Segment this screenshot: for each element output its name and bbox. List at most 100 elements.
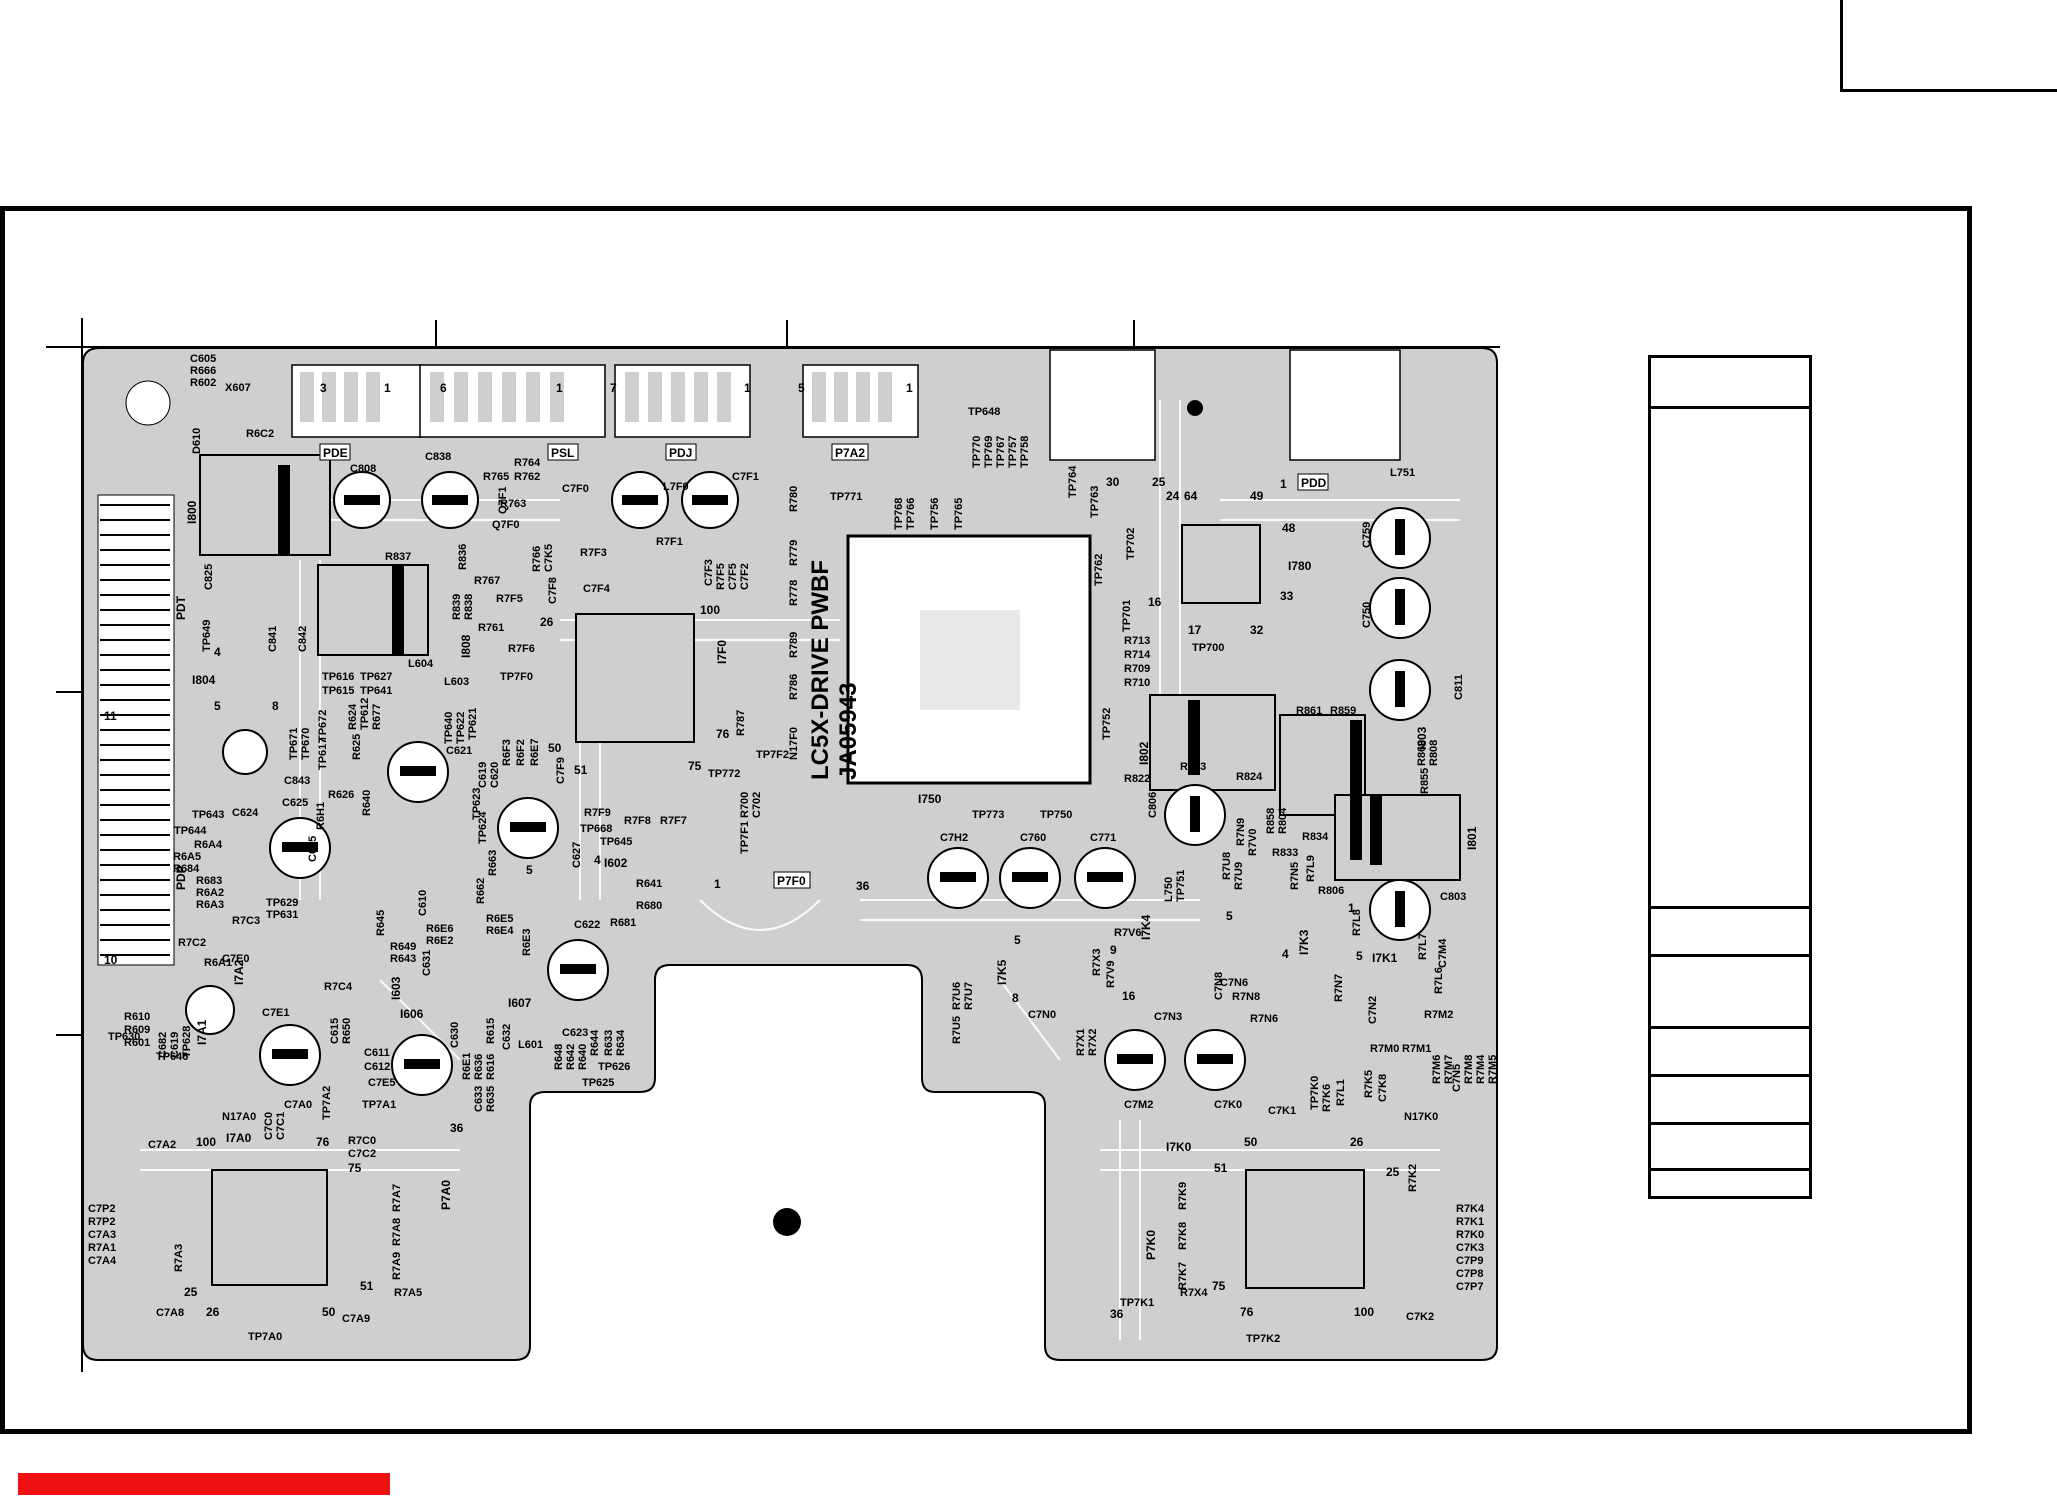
label-r6a2: R6A2 [196,887,224,899]
label-c841: C841 [267,626,279,652]
label-n17a0: N17A0 [222,1111,256,1123]
label-r616: R616 [485,1054,497,1080]
ic-i7k5: I7K5 [995,959,1009,985]
label-tp701: TP701 [1121,600,1133,632]
label-r7c3: R7C3 [232,915,260,927]
label-tp7f2: TP7F2 [756,749,789,761]
label-c7p9: C7P9 [1456,1255,1484,1267]
label-r663: R663 [487,850,499,876]
label-r7m5: R7M5 [1487,1055,1499,1084]
label-q7f0: Q7F0 [492,519,520,531]
pin-4b: 4 [1282,947,1289,961]
label-l7f0: L7F0 [663,481,689,493]
label-c7k3: C7K3 [1456,1242,1484,1254]
label-r610: R610 [124,1011,150,1023]
label-tp750: TP750 [1040,809,1072,821]
label-r7k4: R7K4 [1456,1203,1485,1215]
label-tp630: TP630 [108,1031,140,1043]
label-c625: C625 [282,797,308,809]
pin-51: 51 [574,763,588,777]
label-r7n9: R7N9 [1235,818,1247,846]
label-n17k0: N17K0 [1404,1111,1438,1123]
label-c7f9: C7F9 [555,757,567,784]
label-n17f0: N17F0 [788,727,800,760]
label-c623: C623 [562,1027,588,1039]
label-r7n6: R7N6 [1250,1013,1278,1025]
label-r6a3: R6A3 [196,899,224,911]
label-tp7k0: TP7K0 [1309,1076,1321,1110]
label-r7p2: R7P2 [88,1216,116,1228]
label-r633: R633 [603,1030,615,1056]
connector-labels-vertical: PDT PDP P7A0 P7K0 [174,595,1158,1260]
label-d610: D610 [191,428,203,454]
pin-51b: 51 [360,1279,374,1293]
label-r7k9: R7K9 [1177,1182,1189,1210]
label-tp641: TP641 [360,685,392,697]
label-r7f7: R7F7 [660,815,687,827]
side-table-row [1651,954,1809,1029]
label-r709: R709 [1124,663,1150,675]
label-c811: C811 [1453,674,1465,700]
label-l604: L604 [408,658,434,670]
pin-32: 32 [1250,623,1264,637]
label-c7f2: C7F2 [739,563,751,590]
label-r681: R681 [610,917,636,929]
label-tp7k1: TP7K1 [1120,1297,1154,1309]
label-r7a8: R7A8 [391,1218,403,1246]
label-r7v6: R7V6 [1114,927,1142,939]
label-c610: C610 [417,890,429,916]
label-tp668: TP668 [580,823,612,835]
label-r636: R636 [473,1054,485,1080]
label-r680: R680 [636,900,662,912]
pin-8b: 8 [1012,991,1019,1005]
label-tp645: TP645 [600,836,632,848]
label-r7k1: R7K1 [1456,1216,1484,1228]
board-part-number: JA05943 [835,683,862,780]
label-r806: R806 [1318,885,1344,897]
connector-p7f0: P7F0 [777,874,806,888]
label-r7m1: R7M1 [1402,1043,1431,1055]
accent-red-bar [18,1473,390,1495]
pin-25: 25 [1152,475,1166,489]
label-l751: L751 [1390,467,1415,479]
label-l601: L601 [518,1039,543,1051]
connector-p7k0: P7K0 [1144,1230,1158,1260]
label-r7m2: R7M2 [1424,1009,1453,1021]
label-tp767: TP767 [995,436,1007,468]
label-r6a4: R6A4 [194,839,223,851]
pin-16: 16 [1148,595,1162,609]
label-r836: R836 [457,544,469,570]
label-r609: R609 [124,1024,150,1036]
chip-i7f0 [575,613,695,743]
pin-26: 26 [540,615,554,629]
label-c7p2: C7P2 [88,1203,116,1215]
label-tp649: TP649 [201,620,213,652]
label-r615: R615 [485,1018,497,1044]
pin-10: 10 [104,953,118,967]
label-c7a3: C7A3 [88,1229,116,1241]
pin-76: 76 [716,727,730,741]
top-connector-teeth [300,372,892,422]
label-r6e7: R6E7 [529,738,541,766]
label-r7m7: R7M7 [1443,1055,1455,1084]
black-bars [278,465,1382,865]
label-r7l6: R7L6 [1433,967,1445,994]
connector-pdt: PDT [174,595,188,620]
label-c7a0: C7A0 [284,1099,312,1111]
pin-5: 5 [798,381,805,395]
label-c750: C750 [1361,602,1373,628]
label-r644: R644 [589,1029,601,1056]
label-r6e5: R6E5 [486,913,514,925]
label-l603: L603 [444,676,469,688]
label-r7n7: R7N7 [1333,974,1345,1002]
label-tp622: TP622 [455,712,467,744]
label-c806: C806 [1147,792,1159,818]
label-r6a5: R6A5 [173,851,201,863]
pin-16b: 16 [1122,989,1136,1003]
pin-26b: 26 [206,1305,220,1319]
pin-5d: 5 [1226,909,1233,923]
side-table-row [1651,1122,1809,1171]
label-r677: R677 [371,704,383,730]
label-c7p7: C7P7 [1456,1281,1484,1293]
pin-48: 48 [1282,521,1296,535]
